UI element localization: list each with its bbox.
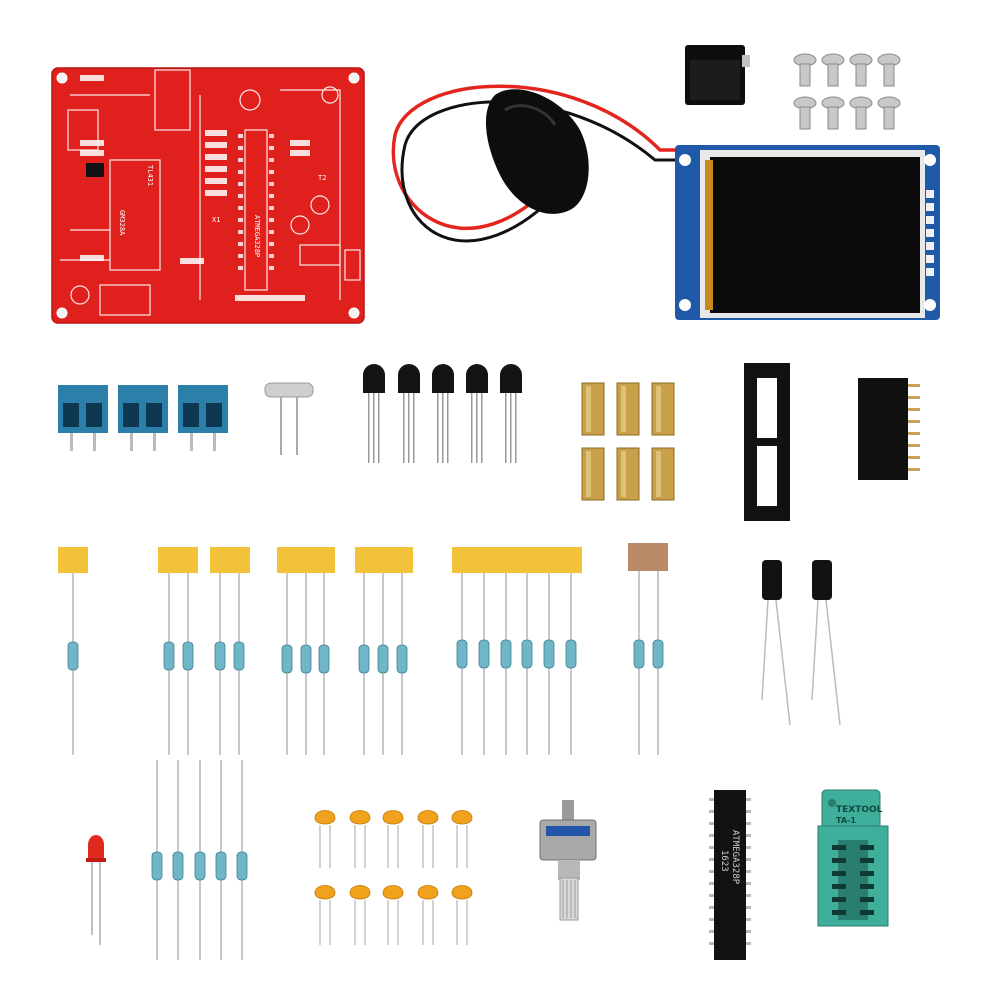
atmega-ic-chip: ATMEGA328P 1623: [709, 790, 751, 960]
ic-socket: [744, 363, 790, 521]
pcb-transistor-label: T2: [318, 174, 326, 182]
screws: [793, 53, 901, 130]
terminal-blocks: [58, 385, 228, 451]
pcb-mcu-label: ATMEGA328P: [253, 215, 261, 257]
tft-display-module: [675, 145, 940, 320]
zif-marking-model: TA-1: [836, 816, 856, 825]
pcb-regulator-label: TL431: [146, 165, 154, 186]
zif-test-socket: TEXTOOL TA-1: [817, 789, 889, 927]
loose-resistors: [151, 760, 248, 960]
battery-clip: [391, 84, 690, 243]
pcb-model-label: GM328A: [118, 210, 126, 236]
ic-marking-part: ATMEGA328P: [730, 830, 740, 885]
resistor-tape-groups: [58, 543, 668, 573]
rotary-encoder: [539, 800, 597, 921]
resistors-row-1: [67, 571, 664, 755]
pcb-crystal-label: X1: [212, 216, 220, 224]
female-pin-header: [858, 378, 920, 480]
red-led: [86, 835, 106, 945]
transistors: [363, 364, 522, 463]
pcb-board: ATMEGA328P TL431 X1 T2 GM328A: [51, 67, 365, 324]
dc-power-jack: [685, 45, 750, 105]
zif-marking-brand: TEXTOOL: [836, 805, 883, 815]
ic-marking-date: 1623: [719, 850, 729, 872]
brass-standoffs: [581, 382, 675, 501]
electrolytic-capacitors: [761, 560, 841, 726]
crystal-oscillator: [264, 382, 314, 455]
ceramic-capacitors: [314, 810, 473, 945]
